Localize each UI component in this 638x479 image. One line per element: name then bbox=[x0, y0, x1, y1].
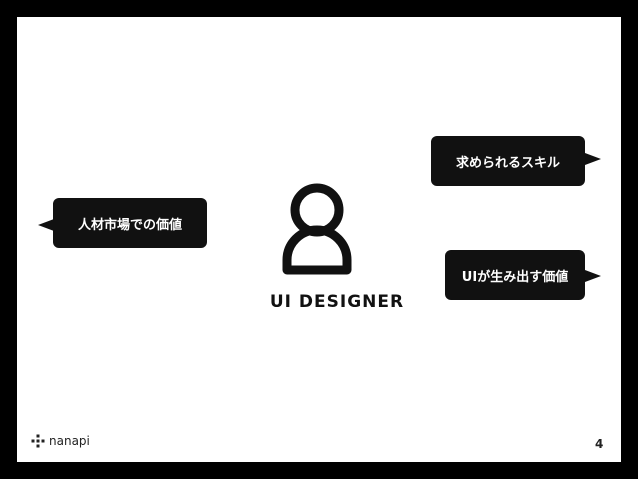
bubble-tail-bottom-right bbox=[585, 270, 601, 282]
brand: nanapi bbox=[31, 434, 90, 448]
brand-name: nanapi bbox=[49, 434, 90, 448]
bubble-label-ui-value: UIが生み出す価値 bbox=[461, 269, 569, 285]
speech-bubble-ui-value: UIが生み出す価値 bbox=[445, 250, 585, 300]
page-number: 4 bbox=[595, 437, 604, 451]
speech-bubble-required-skills: 求められるスキル bbox=[431, 136, 585, 186]
speech-bubble-market-value: 人材市場での価値 bbox=[53, 198, 207, 248]
bubble-label-market-value: 人材市場での価値 bbox=[77, 217, 182, 233]
person-icon bbox=[282, 183, 352, 275]
slide: 人材市場での価値 求められるスキル UIが生み出す価値 UI DESIGNER … bbox=[17, 17, 621, 462]
bubble-label-required-skills: 求められるスキル bbox=[455, 155, 560, 171]
designer-label: UI DESIGNER bbox=[269, 292, 405, 312]
bubble-tail-top-right bbox=[585, 153, 601, 165]
nanapi-logo-icon bbox=[31, 434, 45, 448]
bubble-tail-left bbox=[38, 219, 54, 231]
